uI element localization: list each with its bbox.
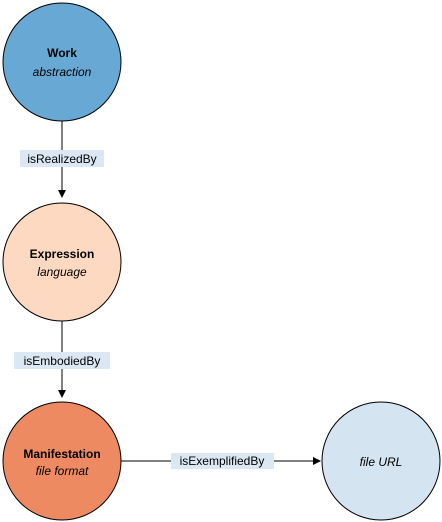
node-subtitle: file URL [360,455,403,469]
node-title: Work [47,46,77,60]
edge-label-is-embodied-by: isEmbodiedBy [24,354,101,368]
node-manifestation: Manifestation file format [2,401,122,521]
edge-label-is-realized-by: isRealizedBy [27,152,96,166]
edge-label-background [20,150,104,167]
node-expression: Expression language [2,202,122,322]
node-work: Work abstraction [2,2,122,122]
edge-manifestation-to-item: isExemplifiedBy [121,453,321,469]
node-circle [321,401,441,521]
node-item: file URL [321,401,441,521]
node-circle [2,2,122,122]
edge-expression-to-manifestation: isEmbodiedBy [14,321,110,398]
node-subtitle: file format [36,464,89,478]
node-circle [2,401,122,521]
edge-label-background [171,453,274,469]
edge-work-to-expression: isRealizedBy [20,121,104,198]
node-subtitle: abstraction [33,65,92,79]
node-circle [2,202,122,322]
edge-label-background [14,352,110,369]
node-title: Expression [30,247,95,261]
edge-label-is-exemplified-by: isExemplifiedBy [180,454,265,468]
node-subtitle: language [37,265,87,279]
node-title: Manifestation [23,447,100,461]
